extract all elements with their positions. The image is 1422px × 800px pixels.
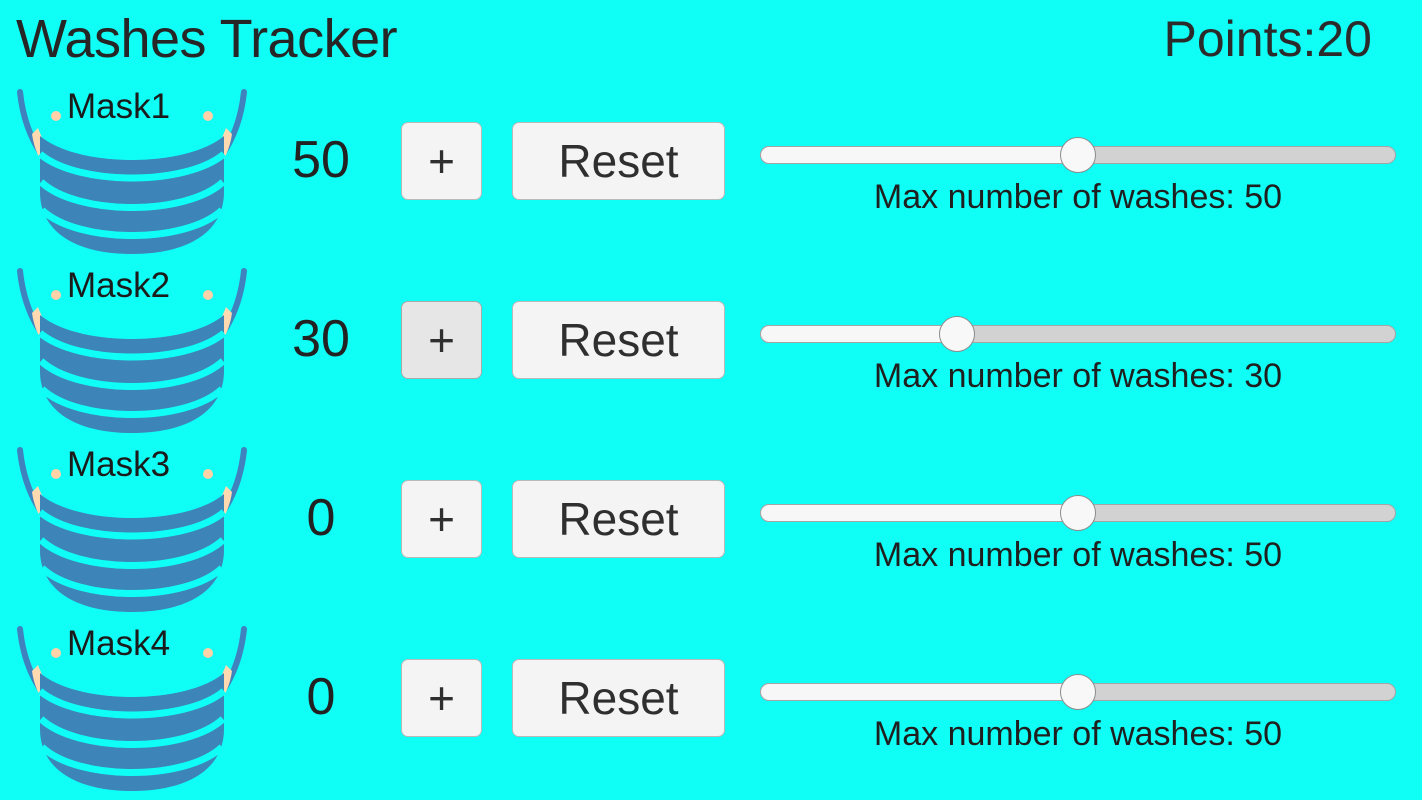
mask-row: Mask1 50 + Reset Max number of washes: 5… [0,80,1422,259]
increment-button[interactable]: + [401,301,482,379]
face-mask-icon [8,261,256,437]
reset-button[interactable]: Reset [512,301,725,379]
points-display: Points:20 [1163,11,1372,67]
max-washes-slider[interactable] [760,137,1396,173]
max-washes-slider[interactable] [760,495,1396,531]
wash-count-value: 30 [292,310,350,368]
wash-count-value: 50 [292,131,350,189]
face-mask-icon [8,619,256,795]
slider-track-fill [760,146,1078,164]
increment-button[interactable]: + [401,659,482,737]
increment-button[interactable]: + [401,122,482,200]
mask-name-label: Mask1 [67,87,171,126]
face-mask-icon [8,440,256,616]
mask-row: Mask3 0 + Reset Max number of washes: 50 [0,438,1422,617]
mask-row: Mask4 0 + Reset Max number of washes: 50 [0,617,1422,796]
slider-thumb[interactable] [1060,137,1096,173]
max-washes-slider-area: Max number of washes: 30 [760,259,1396,438]
mask-name-label: Mask4 [67,624,171,663]
max-washes-slider[interactable] [760,316,1396,352]
slider-thumb[interactable] [1060,495,1096,531]
mask-name-label: Mask3 [67,445,171,484]
slider-thumb[interactable] [939,316,976,352]
slider-track-fill [760,325,958,343]
face-mask-icon [8,82,256,258]
mask-name-label: Mask2 [67,266,171,305]
max-washes-slider-area: Max number of washes: 50 [760,80,1396,259]
reset-button[interactable]: Reset [512,480,725,558]
slider-track-fill [760,683,1078,701]
max-washes-caption: Max number of washes: 50 [873,536,1283,574]
max-washes-caption: Max number of washes: 30 [873,357,1283,395]
max-washes-slider-area: Max number of washes: 50 [760,617,1396,796]
max-washes-slider[interactable] [760,674,1396,710]
max-washes-slider-area: Max number of washes: 50 [760,438,1396,617]
reset-button[interactable]: Reset [512,659,725,737]
app-header: Washes Tracker Points:20 [0,0,1422,78]
max-washes-caption: Max number of washes: 50 [873,715,1283,753]
slider-track-fill [760,504,1078,522]
wash-count-value: 0 [306,668,336,726]
page-title: Washes Tracker [16,9,398,69]
wash-count-value: 0 [306,489,336,547]
max-washes-caption: Max number of washes: 50 [873,178,1283,216]
increment-button[interactable]: + [401,480,482,558]
mask-row: Mask2 30 + Reset Max number of washes: 3… [0,259,1422,438]
slider-thumb[interactable] [1060,674,1096,710]
reset-button[interactable]: Reset [512,122,725,200]
